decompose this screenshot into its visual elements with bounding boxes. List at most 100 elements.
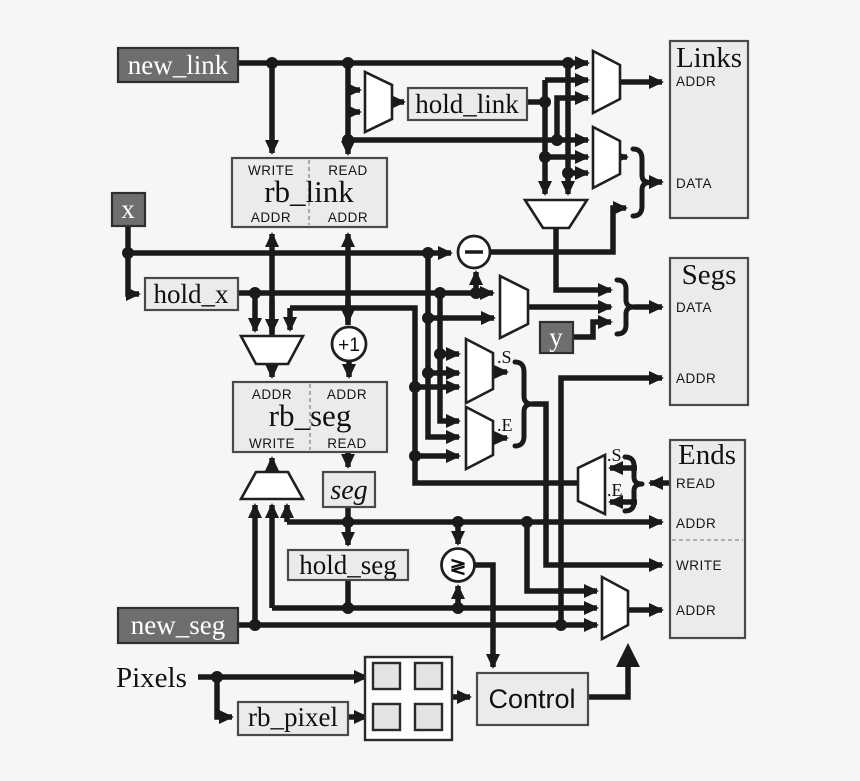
wire (490, 201, 628, 255)
junction (342, 134, 354, 146)
ends-end-field-label: .E (607, 480, 623, 500)
seg-box (321, 470, 377, 509)
junction (266, 57, 278, 69)
ends-read-select-mux (576, 452, 607, 517)
wiring (125, 56, 670, 724)
wire (290, 305, 578, 486)
ends-addr-mux (600, 574, 630, 642)
control-label: Control (488, 684, 575, 714)
start-field-label: .S (497, 347, 512, 367)
ends-addr1-port: ADDR (676, 516, 716, 531)
increment-label: +1 (338, 335, 360, 356)
window-cell (413, 702, 444, 732)
hold-x-label: hold_x (153, 279, 229, 309)
segs-memory-box (668, 256, 750, 407)
rb-seg-write-port: WRITE (249, 436, 295, 451)
junction (211, 671, 223, 683)
ends-read-brace (622, 454, 645, 514)
junction (409, 450, 421, 462)
junction (521, 516, 533, 528)
wire (554, 91, 590, 140)
x-box (110, 191, 147, 228)
new-seg-box (116, 606, 240, 645)
segs-addr-port: ADDR (676, 371, 716, 386)
y-box (538, 320, 575, 355)
junction (422, 247, 434, 259)
control-box (475, 671, 590, 727)
segs-data-port: DATA (676, 300, 712, 315)
window-cell (371, 661, 402, 691)
junction (249, 287, 261, 299)
ends-title: Ends (678, 439, 736, 471)
control-output-arrow (616, 643, 640, 667)
hold-x-box (143, 276, 240, 312)
links-title: Links (676, 42, 742, 74)
links-data-brace (630, 146, 653, 219)
junction (470, 287, 482, 299)
wire (553, 228, 613, 297)
hold-link-label: hold_link (415, 89, 519, 119)
rb-link-read-port: READ (328, 163, 368, 178)
seg-label: seg (330, 475, 367, 506)
compare-label: ≷ (450, 556, 467, 578)
new-seg-label: new_seg (131, 610, 225, 640)
compare-node-icon (440, 547, 476, 583)
junction (434, 348, 446, 360)
ends-start-field-label: .S (607, 445, 622, 465)
links-data-port: DATA (676, 176, 712, 191)
wire (125, 226, 141, 301)
window-cell (413, 661, 444, 691)
labels: new_link x y new_seg Pixels hold_link ho… (116, 42, 742, 732)
junction (409, 381, 421, 393)
wire (524, 522, 599, 598)
rb-link-title: rb_link (264, 174, 354, 209)
wire (573, 315, 613, 340)
junction (422, 367, 434, 379)
end-field-label: .E (497, 415, 513, 435)
x-label: x (121, 194, 135, 224)
ends-memory-box (668, 438, 747, 640)
pixels-label: Pixels (116, 662, 187, 694)
segs-data-brace (614, 277, 637, 337)
ends-addr2-port: ADDR (676, 603, 716, 618)
junction (555, 619, 567, 631)
increment-node-icon (330, 325, 368, 363)
new-link-box (116, 46, 240, 84)
junction-dots (122, 57, 574, 683)
junction (452, 602, 464, 614)
junction (562, 167, 574, 179)
hold-seg-label: hold_seg (299, 550, 397, 580)
rb-seg-waddr-port: ADDR (252, 387, 292, 402)
junction (562, 57, 574, 69)
junction (122, 247, 134, 259)
junction (342, 602, 354, 614)
rb-link-raddr-port: ADDR (328, 210, 368, 225)
links-addr-mux (591, 48, 622, 116)
rb-seg-write-data-mux (238, 470, 306, 501)
rb-pixel-box (236, 700, 350, 737)
window-cell (371, 702, 402, 732)
segs-title: Segs (682, 259, 737, 291)
segs-data-mux (498, 273, 530, 341)
rb-seg-raddr-port: ADDR (327, 387, 367, 402)
ends-write-port: WRITE (676, 558, 722, 573)
rb-pixel-label: rb_pixel (248, 702, 338, 732)
wire (437, 293, 461, 428)
function-units (238, 48, 653, 642)
boxes (110, 39, 750, 742)
ends-read-port: READ (676, 476, 716, 491)
rb-seg-write-addr-mux (238, 334, 306, 366)
link-merge-funnel (522, 198, 590, 230)
rb-link-waddr-port: ADDR (251, 210, 291, 225)
start-end-merge-brace (512, 359, 535, 449)
new-link-label: new_link (128, 50, 229, 80)
junction (452, 516, 464, 528)
seg-start-mux (464, 336, 495, 406)
junction (539, 96, 551, 108)
hold-link-mux (363, 69, 394, 135)
rb-seg-read-port: READ (327, 436, 367, 451)
wire (214, 677, 234, 724)
wire (588, 666, 631, 700)
rb-seg-title: rb_seg (269, 398, 352, 433)
